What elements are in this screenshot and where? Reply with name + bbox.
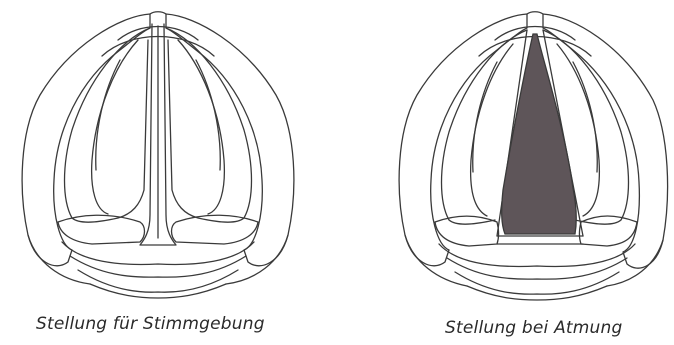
respiration-larynx-drawing [337, 0, 674, 345]
cricoid-band [439, 244, 635, 266]
open-glottis [502, 34, 577, 234]
phonation-caption: Stellung für Stimmgebung [36, 314, 265, 334]
respiration-caption: Stellung bei Atmung [445, 318, 622, 338]
phonation-position-panel: Stellung für Stimmgebung [0, 0, 337, 345]
outer-cartilage-outline [22, 14, 150, 266]
left-ventricular-fold [65, 28, 151, 222]
arytenoid-region [58, 215, 145, 244]
respiration-position-panel: Stellung bei Atmung [337, 0, 674, 345]
arytenoid-region [435, 216, 499, 246]
phonation-larynx-drawing [0, 0, 337, 345]
right-ventricular-fold [166, 28, 252, 222]
